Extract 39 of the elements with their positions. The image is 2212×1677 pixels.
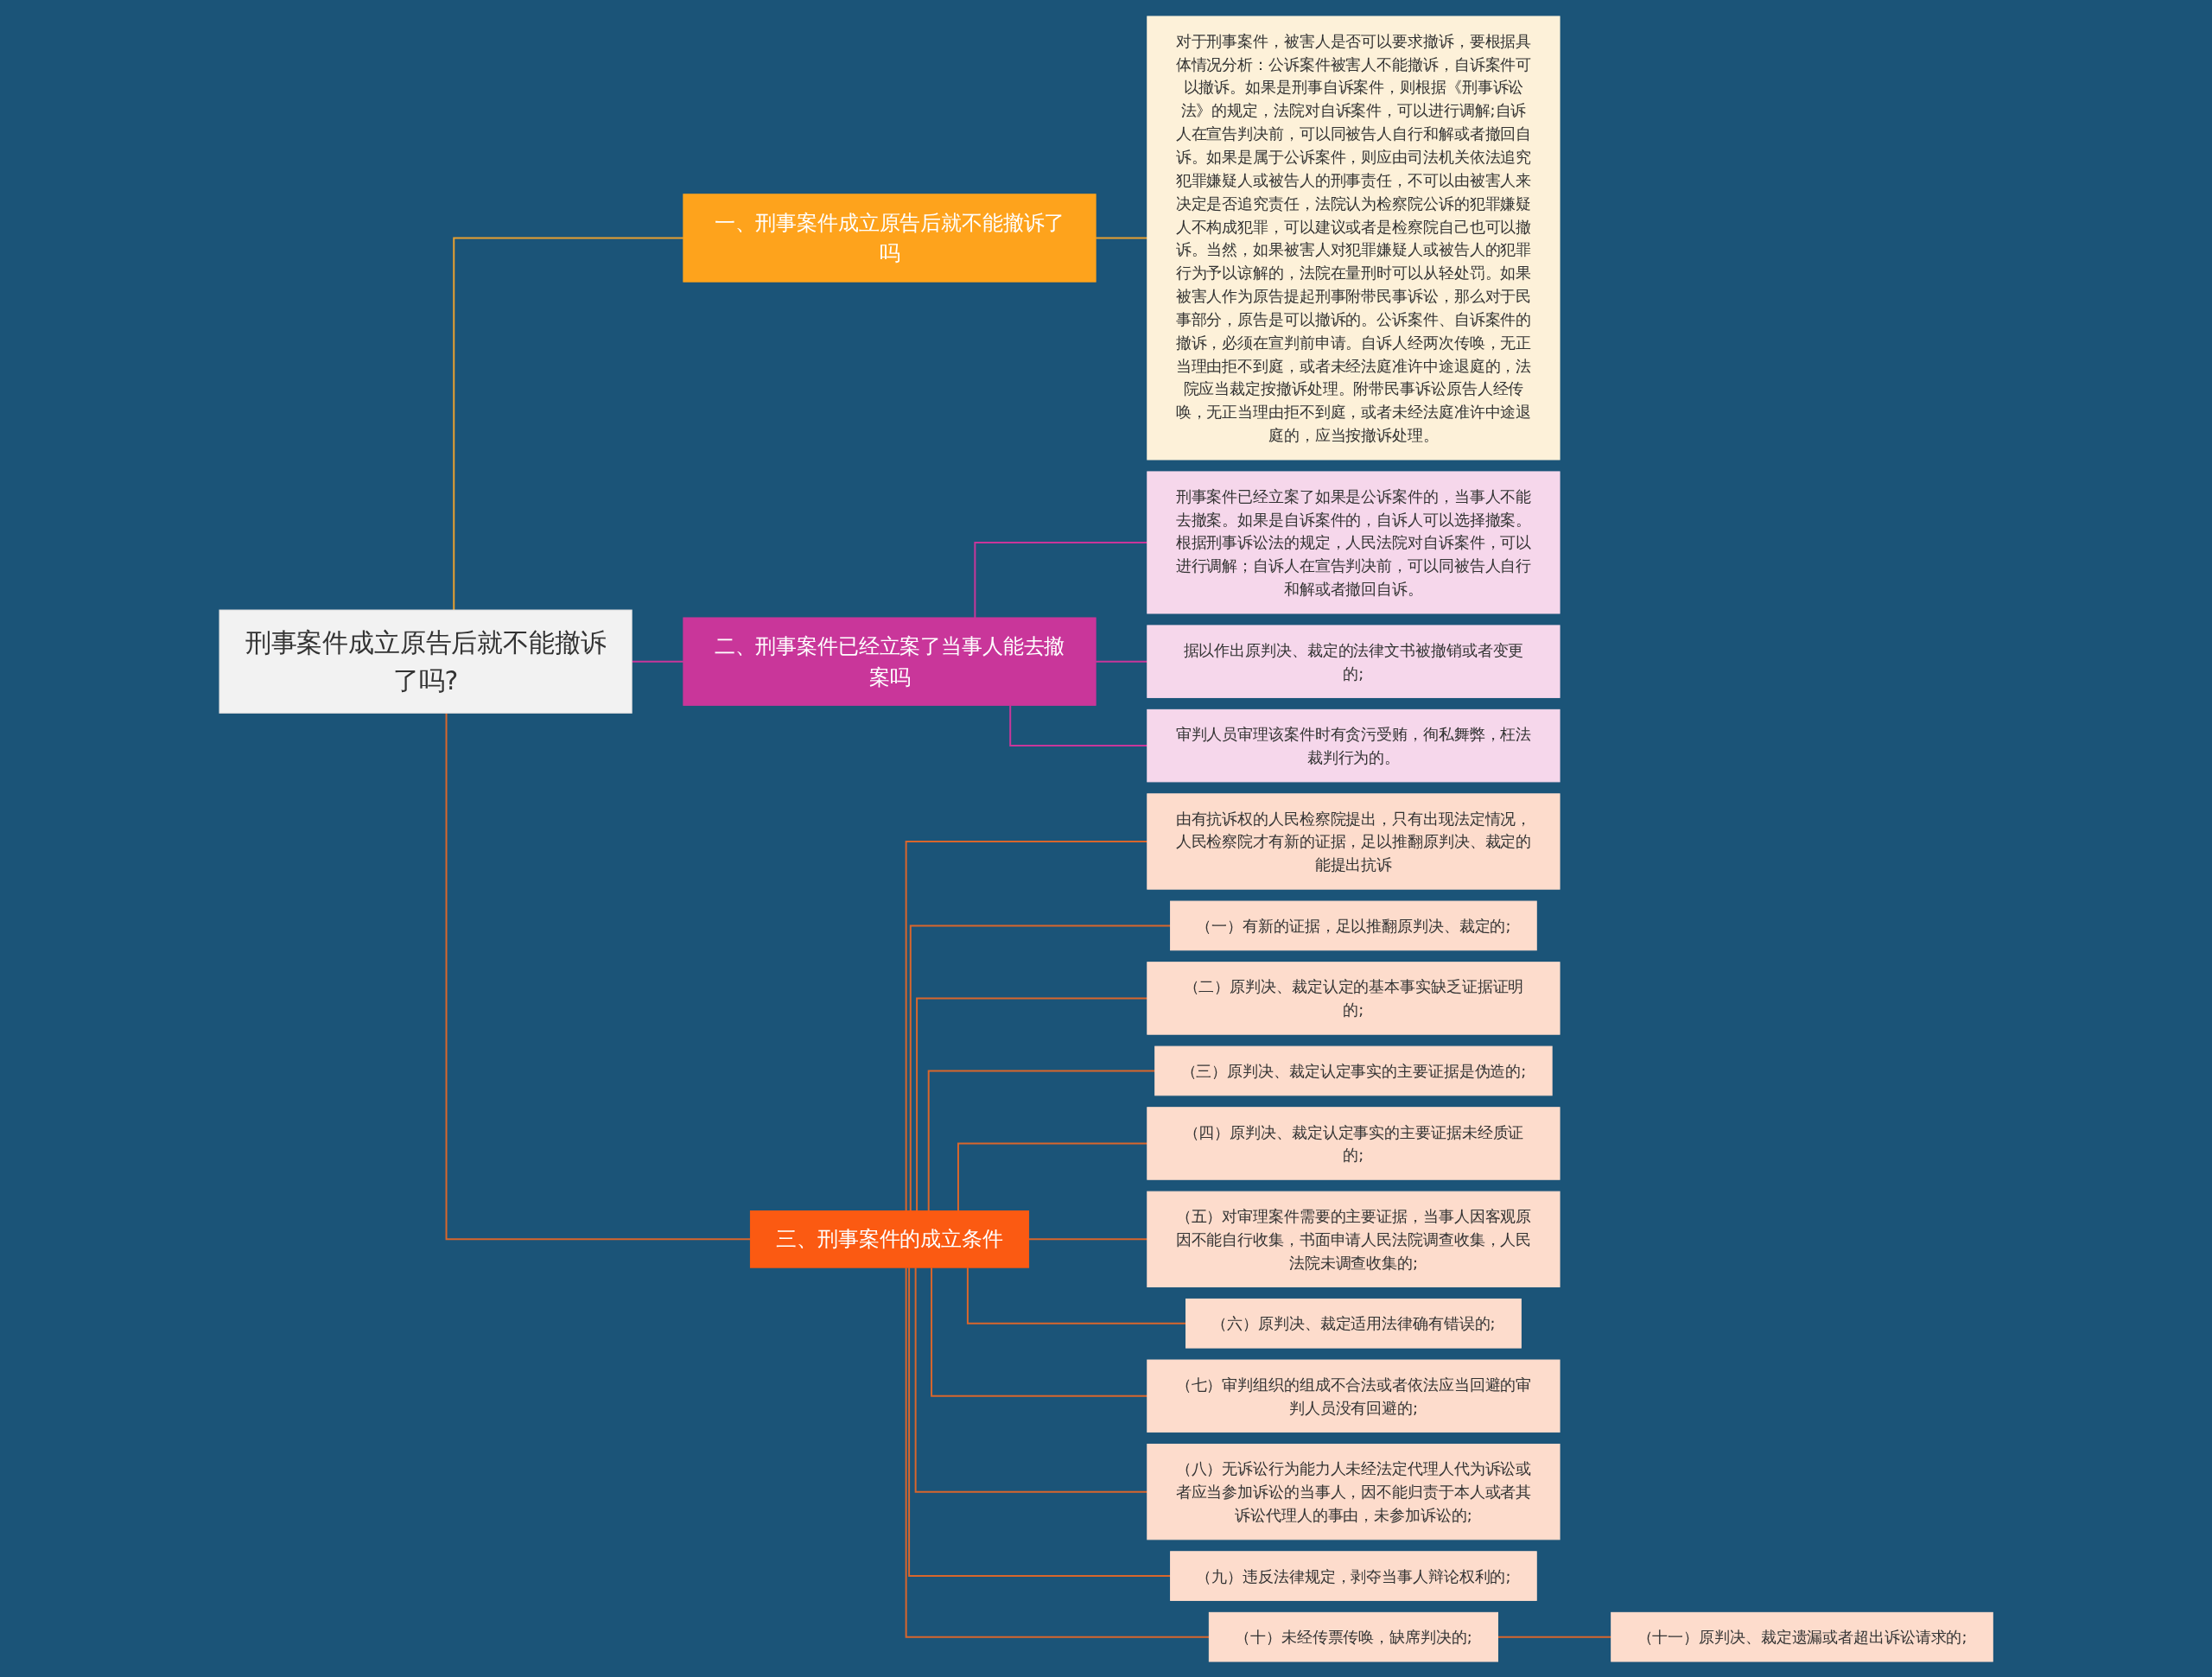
node-box: 由有抗诉权的人民检察院提出，只有出现法定情况，人民检察院才有新的证据，足以推翻原判决、裁定的能提出抗诉: [1147, 792, 1560, 890]
node-box: （八）无诉讼行为能力人未经法定代理人代为诉讼或者应当参加诉讼的当事人，因不能归责于本人或者其诉讼代理人的事由，未参加诉讼的;: [1147, 1443, 1560, 1540]
node-box: （四）原判决、裁定认定事实的主要证据未经质证的;: [1147, 1106, 1560, 1180]
connector: [914, 1266, 1148, 1493]
connector: [631, 660, 684, 663]
node-box: （十）未经传票传唤，缺席判决的;: [1208, 1611, 1498, 1662]
node-box: （三）原判决、裁定认定事实的主要证据是伪造的;: [1154, 1045, 1553, 1096]
node-box: 刑事案件成立原告后就不能撤诉了吗?: [219, 609, 632, 714]
connector: [1095, 237, 1148, 238]
node-box: （十一）原判决、裁定遗漏或者超出诉讼请求的;: [1611, 1611, 1993, 1662]
node-box: 据以作出原判决、裁定的法律文书被撤销或者变更的;: [1147, 624, 1560, 698]
connector: [908, 1266, 1172, 1577]
connector: [974, 541, 1148, 619]
node-box: （二）原判决、裁定认定的基本事实缺乏证据证明的;: [1147, 961, 1560, 1035]
node-box: 刑事案件已经立案了如果是公诉案件的，当事人不能去撤案。如果是自诉案件的，自诉人可以选择撤案。根据刑事诉讼法的规定，人民法院对自诉案件，可以进行调解；自诉人在宣告判决前，可以同被告人自行和解或者撤回自诉。: [1147, 470, 1560, 613]
connector: [930, 1266, 1148, 1397]
connector: [453, 237, 684, 611]
node-box: （六）原判决、裁定适用法律确有错误的;: [1185, 1298, 1522, 1349]
connector: [957, 1141, 1148, 1211]
node-box: （一）有新的证据，足以推翻原判决、裁定的;: [1170, 900, 1537, 950]
node-box: 对于刑事案件，被害人是否可以要求撤诉，要根据具体情况分析：公诉案件被害人不能撤诉，自诉案件可以撤诉。如果是刑事自诉案件，则根据《刑事诉讼法》的规定，法院对自诉案件，可以进行调解;自诉人在宣告判决前，可以同被告人自行和解或者撤回自诉。如果是属于公诉案件，则应由司法机关依法追究犯罪嫌疑人或被告人的刑事责任，不可以由被害人来决定是否追究责任，法院认为检察院公诉的犯罪嫌疑人不构成犯罪，可以建议或者是检察院自己也可以撤诉。当然，如果被害人对犯罪嫌疑人或被告人的犯罪行为予以谅解的，法院在量刑时可以从轻处罚。如果被害人作为原告提起刑事附带民事诉讼，那么对于民事部分，原告是可以撤诉的。公诉案件、自诉案件的撤诉，必须在宣判前申请。自诉人经两次传唤，无正当理由拒不到庭，或者未经法庭准许中途退庭的，法院应当裁定按撤诉处理。附带民事诉讼原告人经传唤，无正当理由拒不到庭，或者未经法庭准许中途退庭的，应当按撤诉处理。: [1147, 15, 1560, 460]
node-box: （五）对审理案件需要的主要证据，当事人因客观原因不能自行收集，书面申请人民法院调查收集，人民法院未调查收集的;: [1147, 1191, 1560, 1287]
node-box: 审判人员审理该案件时有贪污受贿，徇私舞弊，枉法裁判行为的。: [1147, 708, 1560, 782]
connector: [1009, 703, 1148, 746]
node-box: （九）违反法律规定，剥夺当事人辩论权利的;: [1170, 1550, 1537, 1601]
connector: [905, 840, 1148, 1211]
node-box: 二、刑事案件已经立案了当事人能去撤案吗: [683, 616, 1096, 706]
connector: [909, 924, 1172, 1211]
connector: [1497, 1636, 1612, 1638]
node-box: 三、刑事案件的成立条件: [749, 1210, 1029, 1268]
connector: [916, 996, 1148, 1211]
connector: [966, 1266, 1187, 1324]
node-box: 一、刑事案件成立原告后就不能撤诉了吗: [683, 193, 1096, 283]
connector: [445, 711, 752, 1240]
connector: [927, 1069, 1156, 1211]
connector: [1095, 660, 1148, 663]
node-box: （七）审判组织的组成不合法或者依法应当回避的审判人员没有回避的;: [1147, 1359, 1560, 1432]
connector: [905, 1266, 1211, 1638]
connector: [1027, 1237, 1148, 1240]
